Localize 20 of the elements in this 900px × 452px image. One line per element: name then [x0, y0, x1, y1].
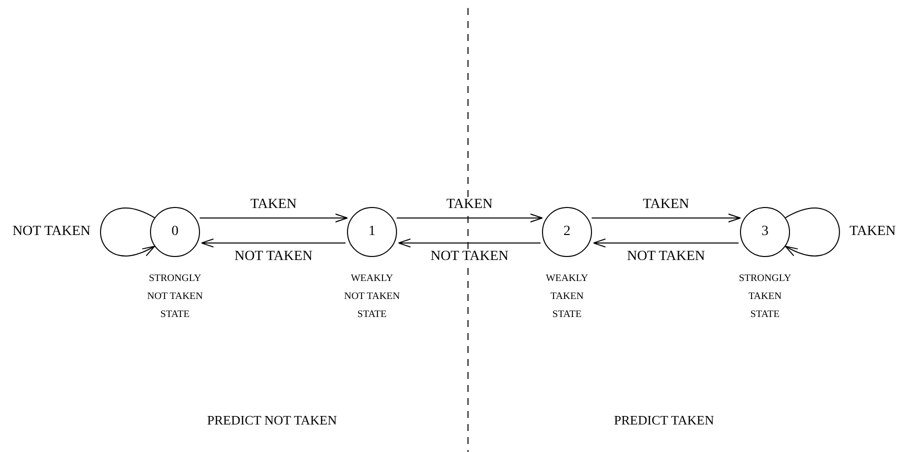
- edge-label: NOT TAKEN: [428, 249, 511, 265]
- state-description: WEAKLY TAKEN STATE: [544, 272, 590, 322]
- state-number: 1: [368, 225, 376, 239]
- region-label: PREDICT TAKEN: [614, 411, 714, 430]
- region-label: PREDICT NOT TAKEN: [207, 411, 337, 430]
- edge-label: TAKEN: [444, 197, 495, 213]
- state-description: STRONGLY NOT TAKEN STATE: [146, 272, 204, 322]
- state-number: 0: [172, 225, 178, 239]
- arrow: [200, 238, 346, 248]
- arrow: [396, 214, 543, 222]
- state-number: 2: [564, 225, 570, 239]
- arrow: [398, 238, 542, 248]
- state-description: STRONGLY TAKEN STATE: [738, 272, 792, 322]
- arrow: [591, 214, 741, 222]
- self-loop-arrow: [100, 208, 156, 256]
- state-number: 3: [762, 225, 768, 239]
- arrow: [199, 214, 348, 222]
- arrow: [592, 238, 740, 248]
- state-description: WEAKLY NOT TAKEN STATE: [343, 272, 401, 322]
- self-loop-arrow: [784, 208, 840, 256]
